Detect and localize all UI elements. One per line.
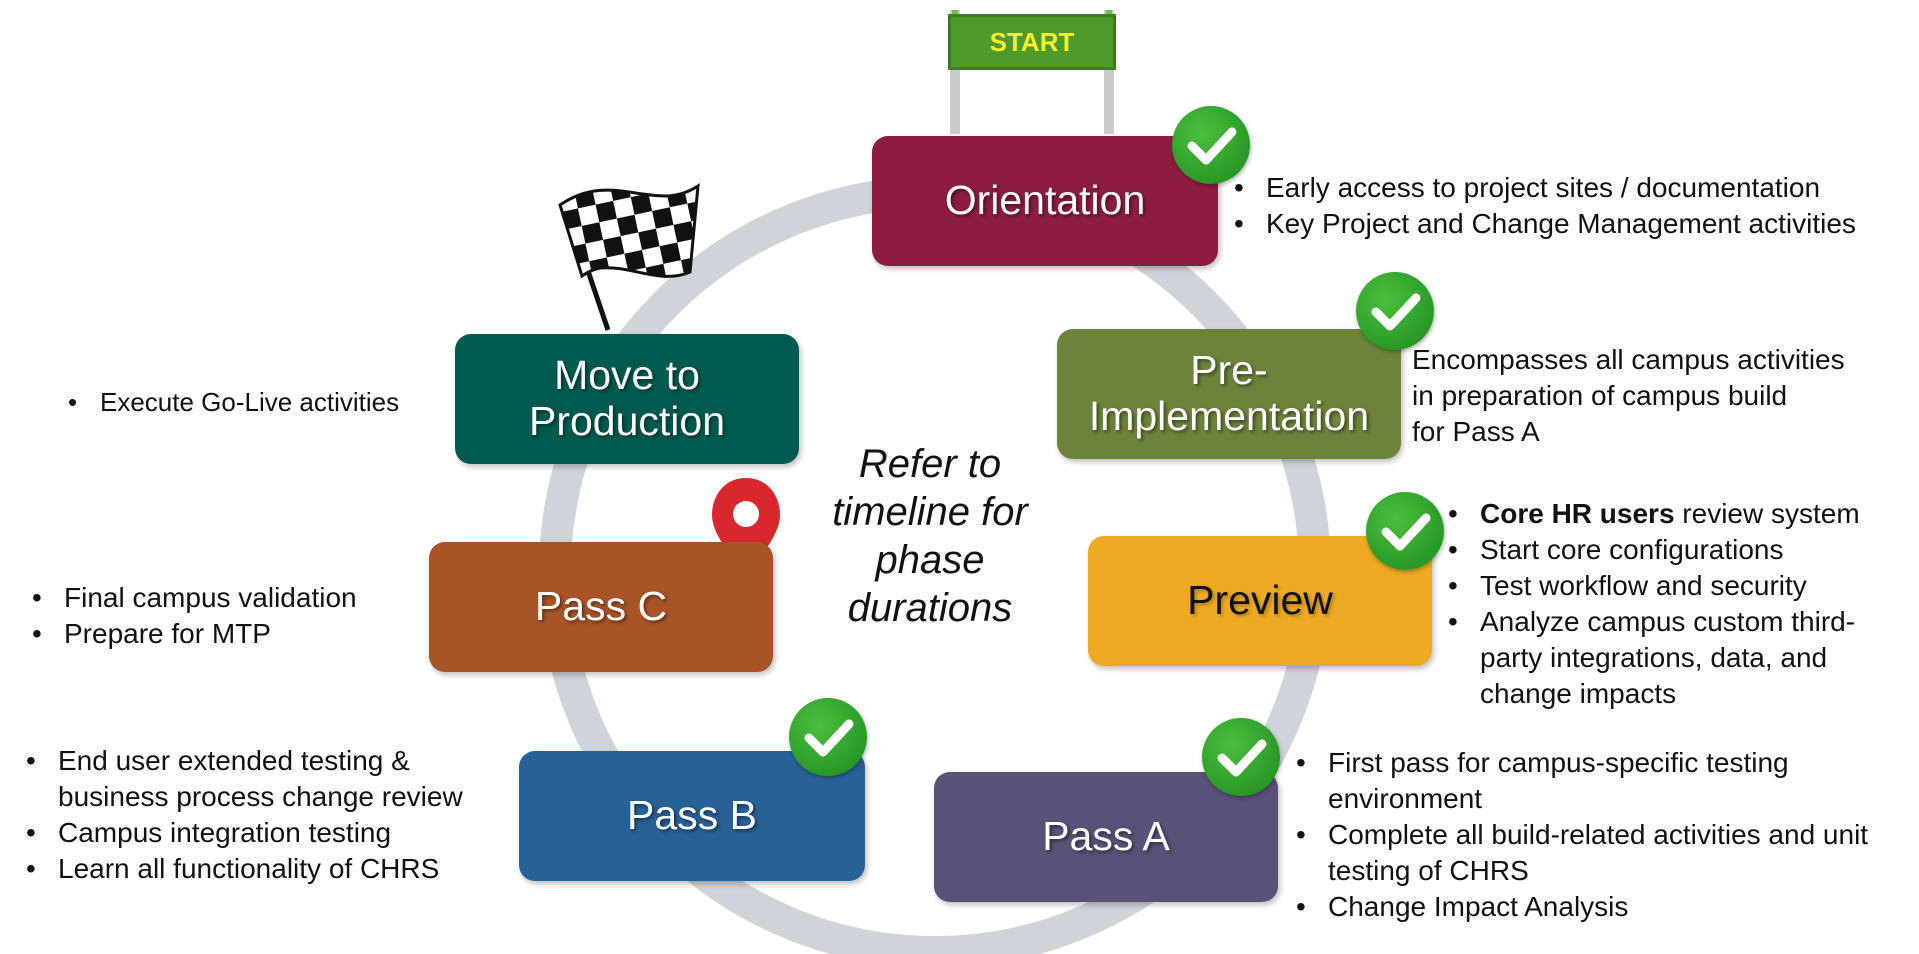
phase-pass-a: Pass A — [934, 772, 1278, 902]
note-bold: Core HR users — [1480, 498, 1675, 529]
note-item: Early access to project sites / document… — [1228, 170, 1918, 206]
check-circle-icon — [789, 698, 867, 776]
check-circle-icon — [1366, 492, 1444, 570]
phase-pre-implementation: Pre- Implementation — [1057, 329, 1401, 459]
note-item: First pass for campus-specific testing e… — [1290, 745, 1890, 817]
phase-move-to-production: Move to Production — [455, 334, 799, 464]
start-sign: START — [948, 14, 1116, 70]
notes-pass-a: First pass for campus-specific testing e… — [1290, 745, 1890, 925]
phase-label: Production — [528, 398, 725, 444]
notes-pass-b: End user extended testing & business pro… — [20, 743, 520, 887]
note-item: Execute Go-Live activities — [62, 384, 452, 420]
phase-label: Orientation — [944, 177, 1146, 224]
notes-pre-implementation: Encompasses all campus activities in pre… — [1412, 342, 1912, 450]
phase-label: Pass A — [1042, 813, 1170, 860]
note-line: for Pass A — [1412, 416, 1540, 447]
note-item: Core HR users review system — [1442, 496, 1912, 532]
notes-pass-c: Final campus validation Prepare for MTP — [26, 580, 426, 652]
center-note: Refer to timeline for phase durations — [815, 440, 1045, 632]
note-text: review system — [1674, 498, 1860, 529]
notes-move-to-production: Execute Go-Live activities — [62, 384, 452, 420]
check-circle-icon — [1202, 718, 1280, 796]
note-item: Complete all build-related activities an… — [1290, 817, 1890, 889]
note-item: Prepare for MTP — [26, 616, 426, 652]
phase-preview: Preview — [1088, 536, 1432, 666]
note-item: Key Project and Change Management activi… — [1228, 206, 1918, 242]
phase-label: Move to — [554, 352, 700, 399]
phase-pass-c: Pass C — [429, 542, 773, 672]
notes-orientation: Early access to project sites / document… — [1228, 170, 1918, 242]
note-line: in preparation of campus build — [1412, 380, 1788, 411]
phase-label: Pre- — [1190, 347, 1268, 394]
phase-label: Pass C — [534, 583, 668, 630]
check-circle-icon — [1356, 272, 1434, 350]
note-item: Change Impact Analysis — [1290, 889, 1890, 925]
center-note-line: durations — [847, 586, 1013, 630]
note-item: Analyze campus custom third-party integr… — [1442, 604, 1912, 712]
note-item: Start core configurations — [1442, 532, 1912, 568]
center-note-line: Refer to — [858, 442, 1002, 486]
note-item: Final campus validation — [26, 580, 426, 616]
phase-label: Implementation — [1088, 393, 1370, 439]
start-sign-label: START — [989, 26, 1075, 57]
phase-label: Preview — [1187, 577, 1333, 624]
notes-preview: Core HR users review system Start core c… — [1442, 496, 1912, 712]
note-item: End user extended testing & business pro… — [20, 743, 520, 815]
phase-orientation: Orientation — [872, 136, 1218, 266]
note-line: Encompasses all campus activities — [1412, 344, 1845, 375]
note-item: Learn all functionality of CHRS — [20, 851, 520, 887]
note-item: Test workflow and security — [1442, 568, 1912, 604]
center-note-line: timeline for — [832, 490, 1028, 534]
phase-pass-b: Pass B — [519, 751, 865, 881]
phase-label: Pass B — [627, 792, 757, 839]
center-note-line: phase — [875, 538, 985, 582]
note-item: Campus integration testing — [20, 815, 520, 851]
